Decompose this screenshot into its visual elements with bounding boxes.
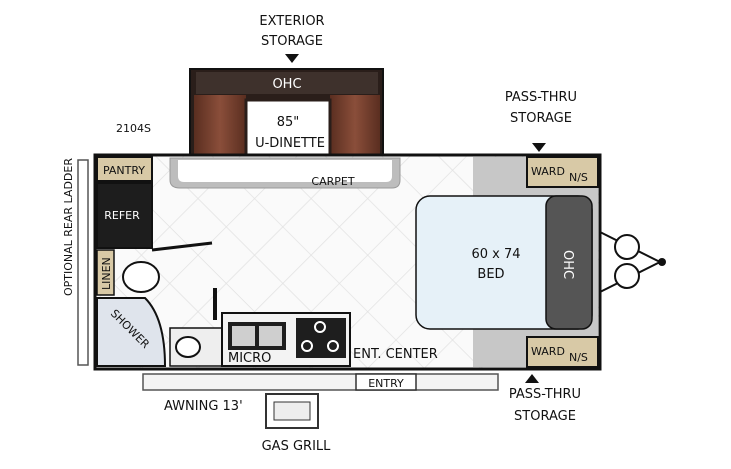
- bed-size-label: 60 x 74: [471, 247, 520, 262]
- exterior-storage-label-1: EXTERIOR: [259, 14, 324, 29]
- ward-top-cabinet: [526, 156, 599, 188]
- sink-icon: [175, 336, 201, 358]
- carpet-label: CARPET: [311, 175, 354, 188]
- shower-stall: [96, 297, 167, 367]
- entry-label: ENTRY: [368, 377, 404, 390]
- gas-grill-label: GAS GRILL: [262, 439, 332, 454]
- bath-door-line: [151, 241, 213, 252]
- pass-thru-top-arrow-icon: [532, 143, 546, 152]
- pantry-label: PANTRY: [103, 164, 145, 177]
- ns-bottom-label: N/S: [569, 351, 588, 364]
- pass-thru-bottom-label-2: STORAGE: [514, 409, 576, 424]
- model-number: 2104S: [116, 122, 151, 135]
- pass-thru-top-label-2: STORAGE: [510, 111, 572, 126]
- ohc-over-bed: [545, 195, 593, 330]
- exterior-storage-label-2: STORAGE: [261, 34, 323, 49]
- pass-thru-bottom-arrow-icon: [525, 374, 539, 383]
- ohc-bed-label: OHC: [560, 250, 575, 279]
- ward-bottom-label: WARD: [531, 345, 565, 358]
- pass-thru-top-label-1: PASS-THRU: [505, 90, 577, 105]
- ent-center-label: ENT. CENTER: [353, 347, 438, 362]
- trailer-hitch: [599, 231, 666, 293]
- dinette-label: U-DINETTE: [255, 136, 325, 151]
- micro-label: MICRO: [228, 351, 271, 366]
- ns-top-label: N/S: [569, 171, 588, 184]
- ward-top-label: WARD: [531, 165, 565, 178]
- entry-door[interactable]: [355, 373, 417, 391]
- toilet-icon: [122, 261, 160, 293]
- linen-cabinet: [96, 249, 115, 296]
- ohc-dinette-label: OHC: [272, 77, 301, 92]
- rear-ladder-label: OPTIONAL REAR LADDER: [62, 158, 75, 296]
- dinette-size-label: 85": [277, 115, 300, 130]
- awning: [142, 373, 499, 391]
- awning-label: AWNING 13': [164, 399, 243, 414]
- bed-label: BED: [477, 267, 504, 282]
- pass-thru-bottom-label-1: PASS-THRU: [509, 387, 581, 402]
- refer-label: REFER: [104, 209, 140, 222]
- rear-ladder: [77, 159, 89, 366]
- pantry-cabinet: [96, 156, 153, 182]
- ward-bottom-cabinet: [526, 336, 599, 368]
- stove-icon: [296, 318, 346, 358]
- linen-label: LINEN: [100, 257, 113, 290]
- down-arrow-icon: [285, 54, 299, 63]
- refer-unit: [96, 182, 153, 249]
